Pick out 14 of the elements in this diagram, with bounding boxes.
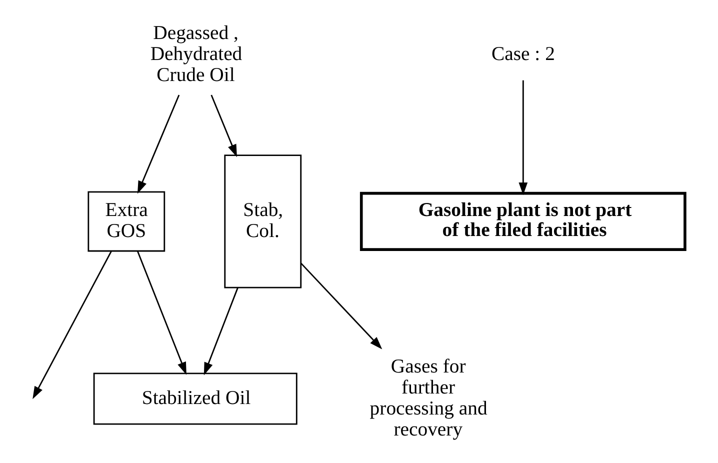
node-box: Stabilized Oil [93, 372, 298, 424]
arrow [204, 287, 238, 375]
arrow [210, 94, 237, 157]
node-text: Gases for further processing and recovery [370, 354, 488, 440]
arrow [300, 262, 382, 349]
node-box: Gasoline plant is not part of the filed facilities [360, 191, 686, 250]
arrow [137, 94, 180, 194]
node-box: Stab, Col. [224, 154, 302, 288]
node-box: Extra GOS [88, 190, 166, 252]
arrow [518, 80, 528, 195]
node-text: Degassed , Dehydrated Crude Oil [150, 21, 242, 86]
node-text: Case : 2 [492, 42, 555, 64]
arrow [136, 250, 186, 374]
arrow [32, 250, 112, 399]
